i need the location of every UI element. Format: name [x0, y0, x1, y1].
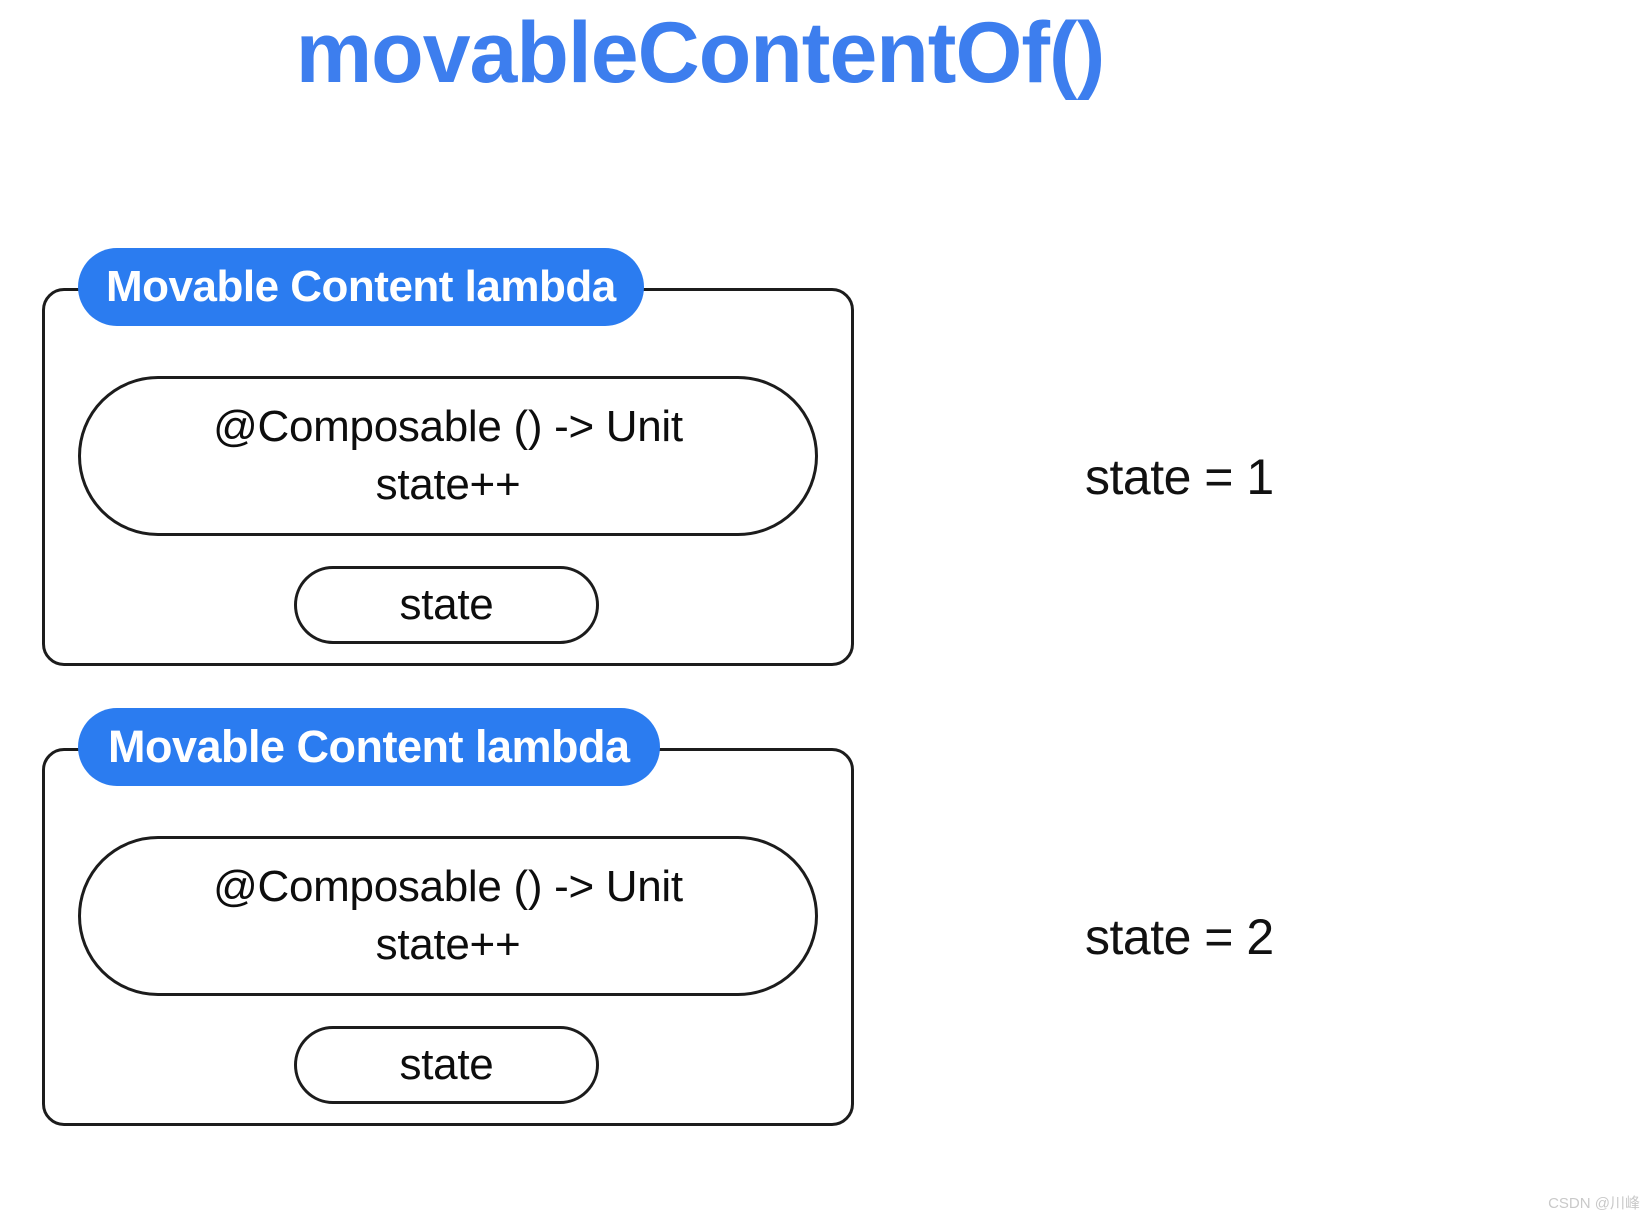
- state-box: state: [294, 566, 599, 644]
- state-box-label: state: [399, 580, 494, 629]
- watermark: CSDN @川峰: [1548, 1195, 1640, 1212]
- composable-signature-text: @Composable () -> Unit: [213, 861, 683, 911]
- state-box: state: [294, 1026, 599, 1104]
- page-title: movableContentOf(): [295, 5, 1106, 101]
- composable-body-text: state++: [375, 920, 521, 969]
- state-readout-2: state = 2: [1085, 909, 1274, 965]
- composable-lambda-box: @Composable () -> Unit state++: [78, 376, 818, 536]
- composable-signature-text: @Composable () -> Unit: [213, 401, 683, 451]
- state-readout-1: state = 1: [1085, 449, 1274, 505]
- composable-lambda-box: @Composable () -> Unit state++: [78, 836, 818, 996]
- state-box-label: state: [399, 1040, 494, 1089]
- movable-content-lambda-badge: Movable Content lambda: [78, 248, 644, 326]
- movable-content-lambda-badge: Movable Content lambda: [78, 708, 660, 786]
- composable-body-text: state++: [375, 460, 521, 509]
